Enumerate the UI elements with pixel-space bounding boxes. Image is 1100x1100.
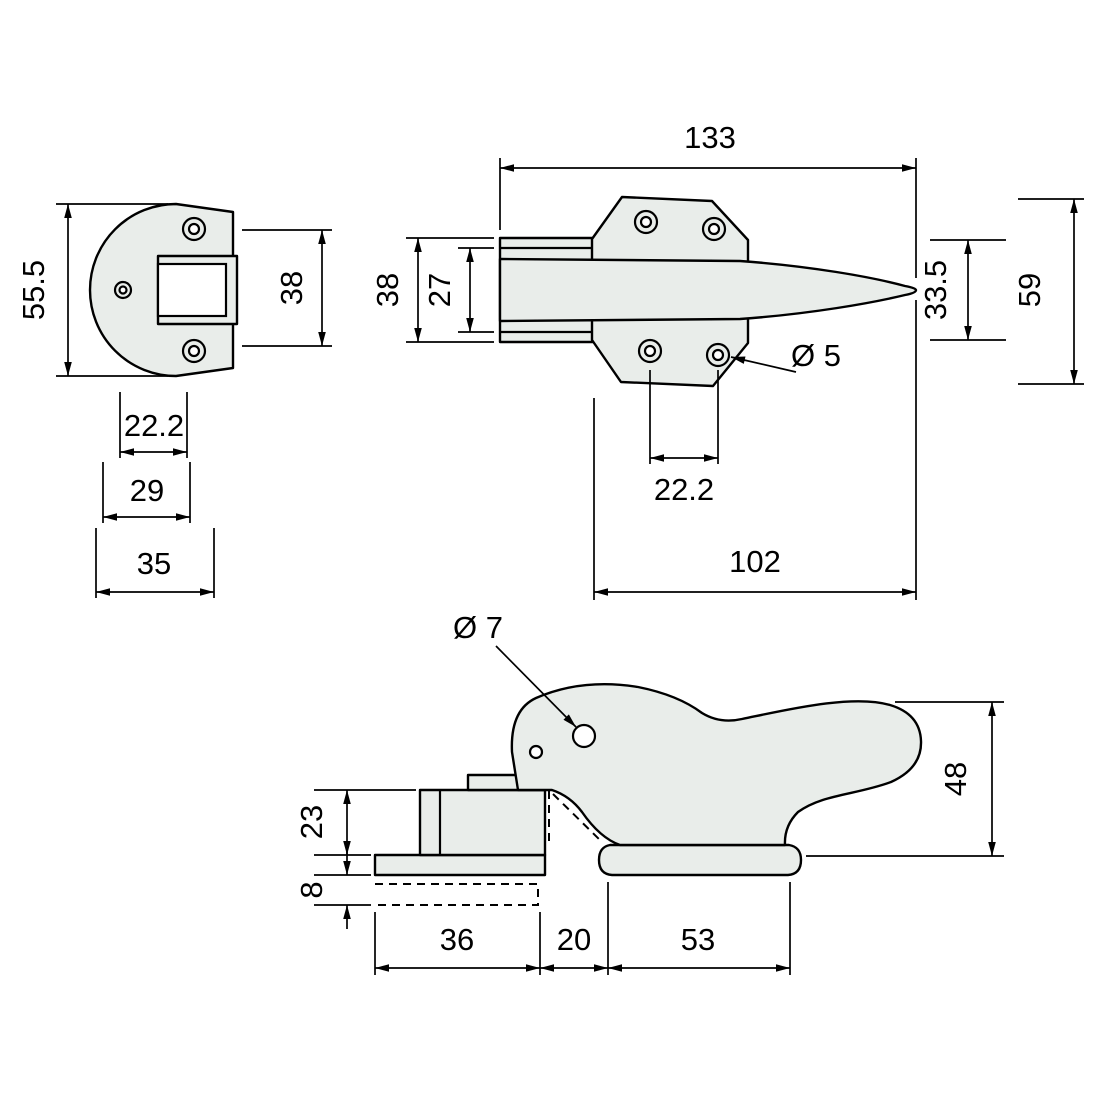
latch-screw-hole-ring xyxy=(701,216,727,242)
dim-label-keeper-hole-spacing: 22.2 xyxy=(124,408,184,443)
dim-label-keeper-plate-height: 38 xyxy=(274,271,309,305)
dim-handle-flange-thickness: 8 xyxy=(294,851,371,929)
keeper-screw-hole-bottom-ring xyxy=(181,338,207,364)
latch-screw-hole xyxy=(711,348,725,362)
latch-screw-hole xyxy=(643,344,657,358)
keeper-screw-hole-bottom xyxy=(187,344,201,358)
dim-handle-base-length: 53 xyxy=(608,882,791,975)
dim-keeper-total-width: 35 xyxy=(95,528,215,598)
latch-screw-hole xyxy=(639,215,653,229)
dim-latch-body-length: 102 xyxy=(593,300,917,600)
keeper-screw-hole-top xyxy=(187,222,201,236)
dim-keeper-hole-spacing: 22.2 xyxy=(119,392,188,458)
dim-label-handle-hole-diameter: Ø 7 xyxy=(453,610,503,645)
leader-line xyxy=(495,645,577,728)
handle-rivet-hole xyxy=(571,723,597,749)
latch-top-view: 133 38 27 Ø 5 22.2 102 xyxy=(370,120,1084,600)
dim-label-latch-hole-diameter: Ø 5 xyxy=(791,338,841,373)
dim-latch-inner-height: 27 xyxy=(422,247,494,333)
dim-latch-plate-height: 59 xyxy=(1012,198,1084,385)
dim-handle-height: 48 xyxy=(806,701,1004,857)
latch-screw-hole-ring xyxy=(633,209,659,235)
dim-label-keeper-body-width: 29 xyxy=(130,473,164,508)
handle-base xyxy=(597,843,803,877)
handle-block xyxy=(418,788,547,857)
dim-label-keeper-height: 55.5 xyxy=(16,260,51,320)
dim-label-latch-outer-height: 38 xyxy=(370,273,405,307)
dim-latch-opening-height: 33.5 xyxy=(918,239,1006,341)
dim-label-latch-opening-height: 33.5 xyxy=(918,260,953,320)
keeper-pilot-hole xyxy=(118,285,128,295)
dim-label-latch-inner-height: 27 xyxy=(422,273,457,307)
dim-label-handle-gap-width: 20 xyxy=(557,922,591,957)
dim-latch-total-length: 133 xyxy=(499,120,917,278)
dim-handle-block-height: 23 xyxy=(294,789,416,856)
dim-label-handle-block-height: 23 xyxy=(294,805,329,839)
latch-screw-hole xyxy=(707,222,721,236)
dim-label-keeper-total-width: 35 xyxy=(137,546,171,581)
keeper-pilot-hole-ring xyxy=(113,280,133,300)
leader-line xyxy=(730,356,797,373)
handle-pin-hole xyxy=(528,744,544,760)
callout-handle-hole-diameter: Ø 7 xyxy=(453,610,577,728)
hidden-flange-outline xyxy=(375,883,539,906)
handle-body xyxy=(510,683,923,847)
handle-side-view: Ø 7 48 23 8 36 xyxy=(294,610,1004,975)
handle-flange xyxy=(373,853,547,877)
keeper-front-view: 55.5 38 22.2 29 35 xyxy=(16,202,332,598)
latch-screw-hole-ring xyxy=(705,342,731,368)
dim-handle-flange-width: 36 xyxy=(374,912,541,975)
dim-label-handle-base-length: 53 xyxy=(681,922,715,957)
latch-tongue xyxy=(498,257,918,323)
dim-label-handle-flange-width: 36 xyxy=(440,922,474,957)
hidden-body-edge xyxy=(552,793,603,843)
keeper-screw-hole-top-ring xyxy=(181,216,207,242)
dim-label-latch-body-length: 102 xyxy=(729,544,781,579)
dim-keeper-plate-height: 38 xyxy=(242,229,332,347)
dim-keeper-height: 55.5 xyxy=(16,203,168,377)
dim-label-handle-height: 48 xyxy=(938,762,973,796)
dim-label-latch-total-length: 133 xyxy=(684,120,736,155)
dim-keeper-body-width: 29 xyxy=(102,462,191,523)
latch-screw-hole-ring xyxy=(637,338,663,364)
dim-label-handle-flange-thickness: 8 xyxy=(294,881,329,898)
callout-latch-hole-diameter: Ø 5 xyxy=(730,338,841,373)
keeper-strike-opening xyxy=(156,262,228,318)
dim-handle-gap-width: 20 xyxy=(540,882,609,975)
dim-latch-outer-height: 38 xyxy=(370,237,494,343)
dim-latch-hole-spacing: 22.2 xyxy=(649,370,719,507)
dim-label-latch-plate-height: 59 xyxy=(1012,273,1047,307)
dim-label-latch-hole-spacing: 22.2 xyxy=(654,472,714,507)
